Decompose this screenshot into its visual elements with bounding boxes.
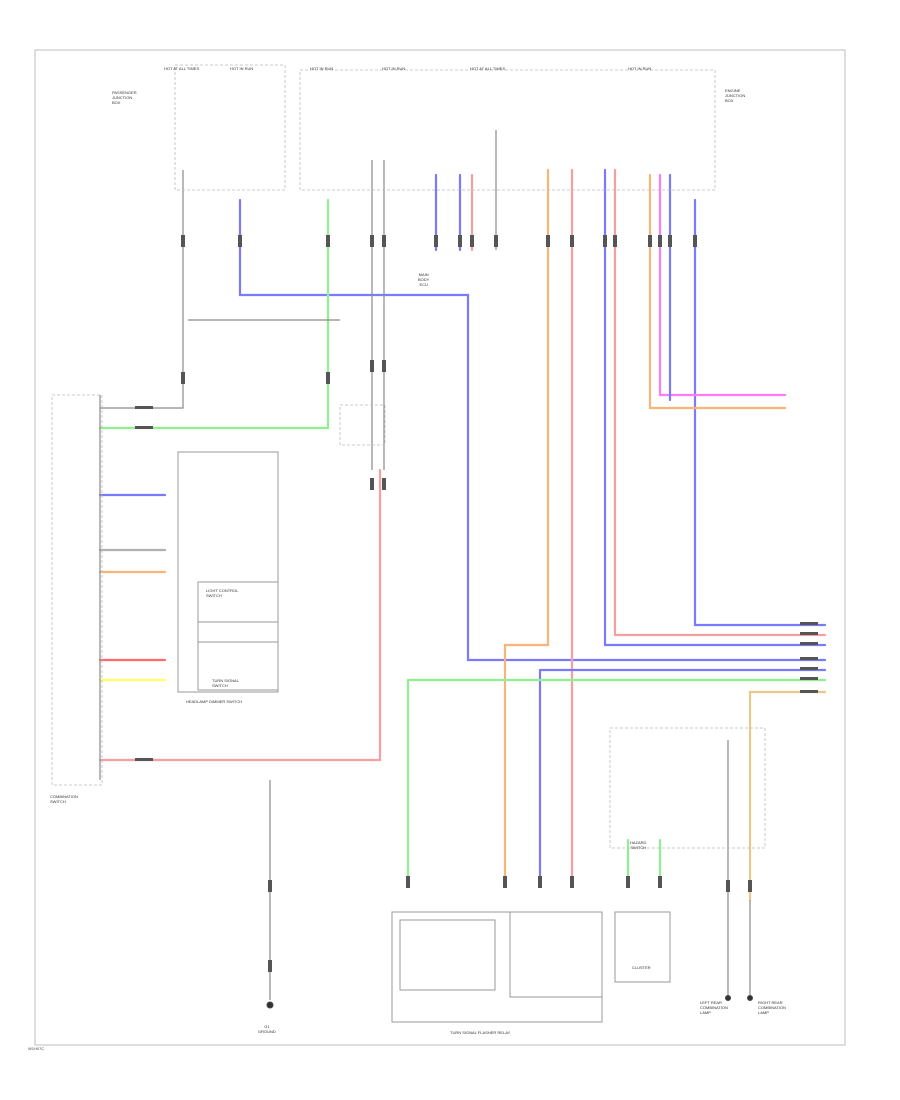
wire-green-2 bbox=[406, 678, 827, 882]
turn-signal-switch-box bbox=[197, 621, 279, 691]
ground-symbol bbox=[266, 995, 753, 1009]
cluster-label: CLUSTER bbox=[632, 965, 651, 970]
diagram-border bbox=[34, 49, 846, 1046]
turn-signal-switch-label: TURN SIGNAL SWITCH bbox=[212, 678, 239, 688]
combination-switch-label: COMBINATION SWITCH bbox=[50, 794, 78, 804]
wire-green-1 bbox=[98, 198, 330, 430]
headlamp-dimmer-switch-label: HEADLAMP DIMMER SWITCH bbox=[186, 699, 243, 704]
fuse-label-6: HOT IN RUN bbox=[628, 66, 652, 71]
wire-orange-1 bbox=[503, 168, 550, 882]
main-body-ecu-label: MAIN BODY ECU bbox=[418, 272, 430, 287]
wire-blue-5 bbox=[538, 668, 827, 882]
fuse-label-2: HOT IN RUN bbox=[230, 66, 254, 71]
cluster-box bbox=[614, 911, 671, 983]
fuse-label-4: HOT IN RUN bbox=[382, 66, 406, 71]
diagram-code: W1H07C bbox=[28, 1046, 45, 1051]
fuse-label-3: HOT IN RUN bbox=[310, 66, 334, 71]
headlamp-dimmer-switch-box bbox=[177, 451, 279, 693]
light-control-switch-label: LIGHT CONTROL SWITCH bbox=[206, 588, 239, 598]
wire-pink-3 bbox=[98, 468, 382, 762]
component-boxes bbox=[177, 451, 671, 1023]
wire-blue-2 bbox=[603, 168, 827, 647]
connector-pins bbox=[135, 235, 818, 972]
hazard-inner-1 bbox=[399, 919, 496, 991]
wire-blue-1 bbox=[238, 198, 827, 662]
wire-tan-1 bbox=[748, 690, 827, 902]
hazard-switch-box bbox=[391, 911, 603, 1023]
wire-set-gray bbox=[99, 130, 751, 1000]
right-rear-lamp-label: RIGHT REAR COMBINATION LAMP bbox=[758, 1000, 786, 1015]
fuse-label-1: HOT AT ALL TIMES bbox=[164, 66, 200, 71]
light-control-switch-box bbox=[197, 581, 279, 643]
turn-signal-flasher-label: TURN SIGNAL FLASHER RELAY bbox=[450, 1030, 511, 1035]
hazard-switch-label: HAZARD SWITCH bbox=[630, 840, 647, 850]
passenger-junction-box-label: PASSENGER JUNCTION BOX bbox=[112, 90, 137, 105]
ground-label: G1 GROUND bbox=[258, 1024, 276, 1034]
wire-blue-3 bbox=[693, 198, 827, 627]
wire-violet-1 bbox=[658, 173, 787, 397]
hazard-inner-2 bbox=[509, 911, 603, 998]
dashed-boxes bbox=[51, 64, 766, 849]
engine-junction-box-label: ENGINE JUNCTION BOX bbox=[725, 88, 746, 103]
wire-pink-2 bbox=[613, 168, 827, 637]
wire-orange-2 bbox=[648, 173, 787, 410]
wire-set bbox=[98, 168, 827, 902]
fuse-label-5: HOT AT ALL TIMES bbox=[470, 66, 506, 71]
left-rear-lamp-label: LEFT REAR COMBINATION LAMP bbox=[700, 1000, 728, 1015]
